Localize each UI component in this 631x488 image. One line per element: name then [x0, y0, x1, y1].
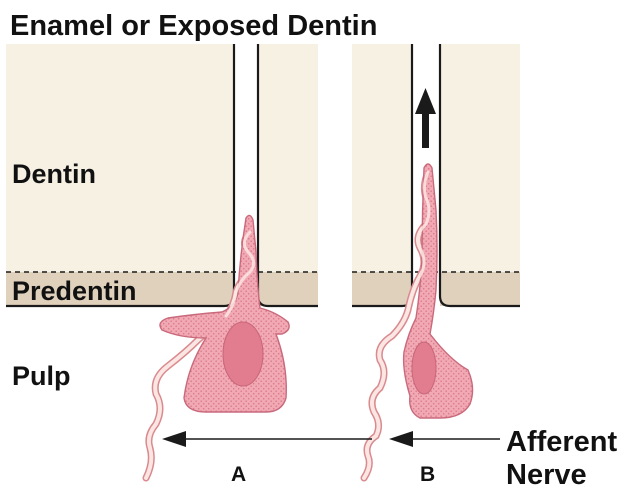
label-afferent: Afferent	[506, 426, 618, 458]
label-nerve: Nerve	[506, 459, 587, 488]
nucleus-a	[223, 322, 263, 386]
nucleus-b	[412, 342, 436, 394]
dentin-block-b-left	[352, 44, 412, 306]
label-dentin: Dentin	[12, 159, 96, 189]
predentin-layer-a-right	[258, 272, 318, 306]
label-pulp: Pulp	[12, 361, 71, 391]
label-predentin: Predentin	[12, 276, 137, 306]
dentin-block-a-right	[258, 44, 318, 306]
predentin-layer-b-left	[352, 272, 412, 306]
label-panel-a: A	[231, 463, 246, 486]
label-panel-b: B	[420, 463, 435, 486]
title: Enamel or Exposed Dentin	[10, 10, 377, 42]
predentin-layer-b-right	[440, 272, 520, 306]
arrow-up-icon	[415, 88, 436, 148]
dentin-block-b-right	[440, 44, 520, 306]
panel-b	[352, 44, 520, 478]
panel-a	[6, 44, 318, 478]
arrow-left-icon	[162, 431, 372, 447]
arrow-left-icon	[389, 431, 500, 447]
